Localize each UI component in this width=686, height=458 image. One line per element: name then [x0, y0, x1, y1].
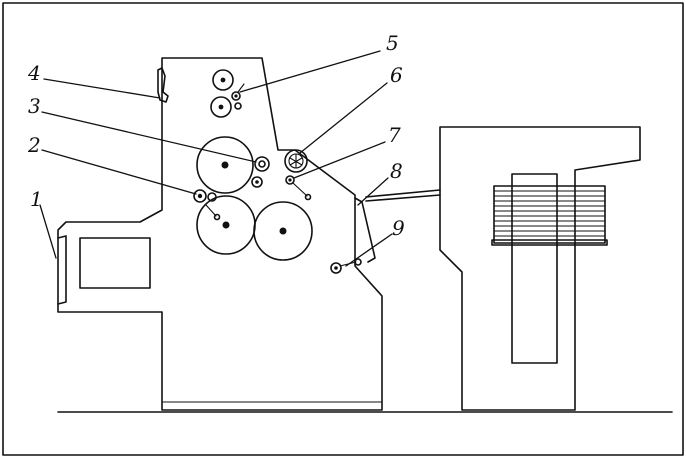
leader-2 — [41, 149, 197, 195]
feeder-window — [79, 237, 151, 289]
gear-3b-center — [255, 180, 259, 184]
paper-stack-outline — [493, 185, 606, 244]
paper-stack — [491, 185, 608, 246]
label-8: 8 — [390, 159, 403, 183]
label-5: 5 — [386, 31, 399, 55]
label-1: 1 — [30, 187, 43, 211]
ink-roller-bottom — [210, 96, 232, 118]
handle-2-knob — [207, 192, 217, 202]
side-door-8 — [354, 197, 376, 263]
leader-3 — [41, 111, 257, 163]
lever-5-hub — [231, 91, 241, 101]
plate-cylinder — [196, 136, 254, 194]
label-2: 2 — [27, 133, 41, 157]
delivery-unit — [439, 126, 641, 411]
gear-3b — [251, 176, 263, 188]
lever-7-end — [304, 193, 312, 201]
handle-2-lever-end — [213, 213, 221, 221]
lever-5-knob — [234, 102, 242, 110]
ink-roller-top — [212, 69, 234, 91]
leader-7 — [293, 141, 386, 179]
label-6: 6 — [390, 63, 403, 87]
handle-9-end — [354, 258, 362, 266]
handwheel-6 — [284, 149, 308, 173]
lever-5-center — [234, 94, 238, 98]
leader-5 — [239, 50, 381, 93]
knob-4 — [157, 67, 169, 103]
leader-1 — [39, 204, 57, 259]
handle-2-lever — [205, 204, 217, 217]
gear-3-inner — [258, 160, 266, 168]
handle-2-center — [197, 193, 203, 199]
blanket-cylinder-axle — [222, 221, 230, 229]
impression-cylinder-axle — [279, 227, 287, 235]
label-4: 4 — [27, 61, 41, 85]
handle-2-hub — [193, 189, 207, 203]
leader-4 — [43, 78, 161, 99]
feeder-plate — [57, 235, 67, 305]
leader-8 — [357, 177, 389, 206]
delivery-rod — [365, 189, 441, 202]
handwheel-6-spoke-c — [289, 157, 303, 166]
label-3: 3 — [28, 94, 41, 118]
handle-9-hub — [330, 262, 342, 274]
ink-roller-top-axle — [220, 77, 226, 83]
plate-cylinder-axle — [221, 161, 229, 169]
paper-stack-base — [491, 239, 608, 246]
delivery-column — [511, 173, 558, 364]
lever-7-center — [288, 178, 292, 182]
lever-5-arm — [237, 83, 245, 93]
press-body — [57, 57, 383, 411]
ink-roller-bottom-axle — [218, 104, 224, 110]
label-7: 7 — [388, 123, 401, 147]
lever-7-hub — [285, 175, 295, 185]
impression-cylinder — [253, 201, 313, 261]
leader-9 — [345, 233, 393, 267]
leader-6 — [299, 82, 388, 154]
gear-3 — [254, 156, 270, 172]
label-9: 9 — [392, 216, 405, 240]
handle-9-center — [334, 266, 338, 270]
lever-7-arm — [292, 182, 308, 197]
